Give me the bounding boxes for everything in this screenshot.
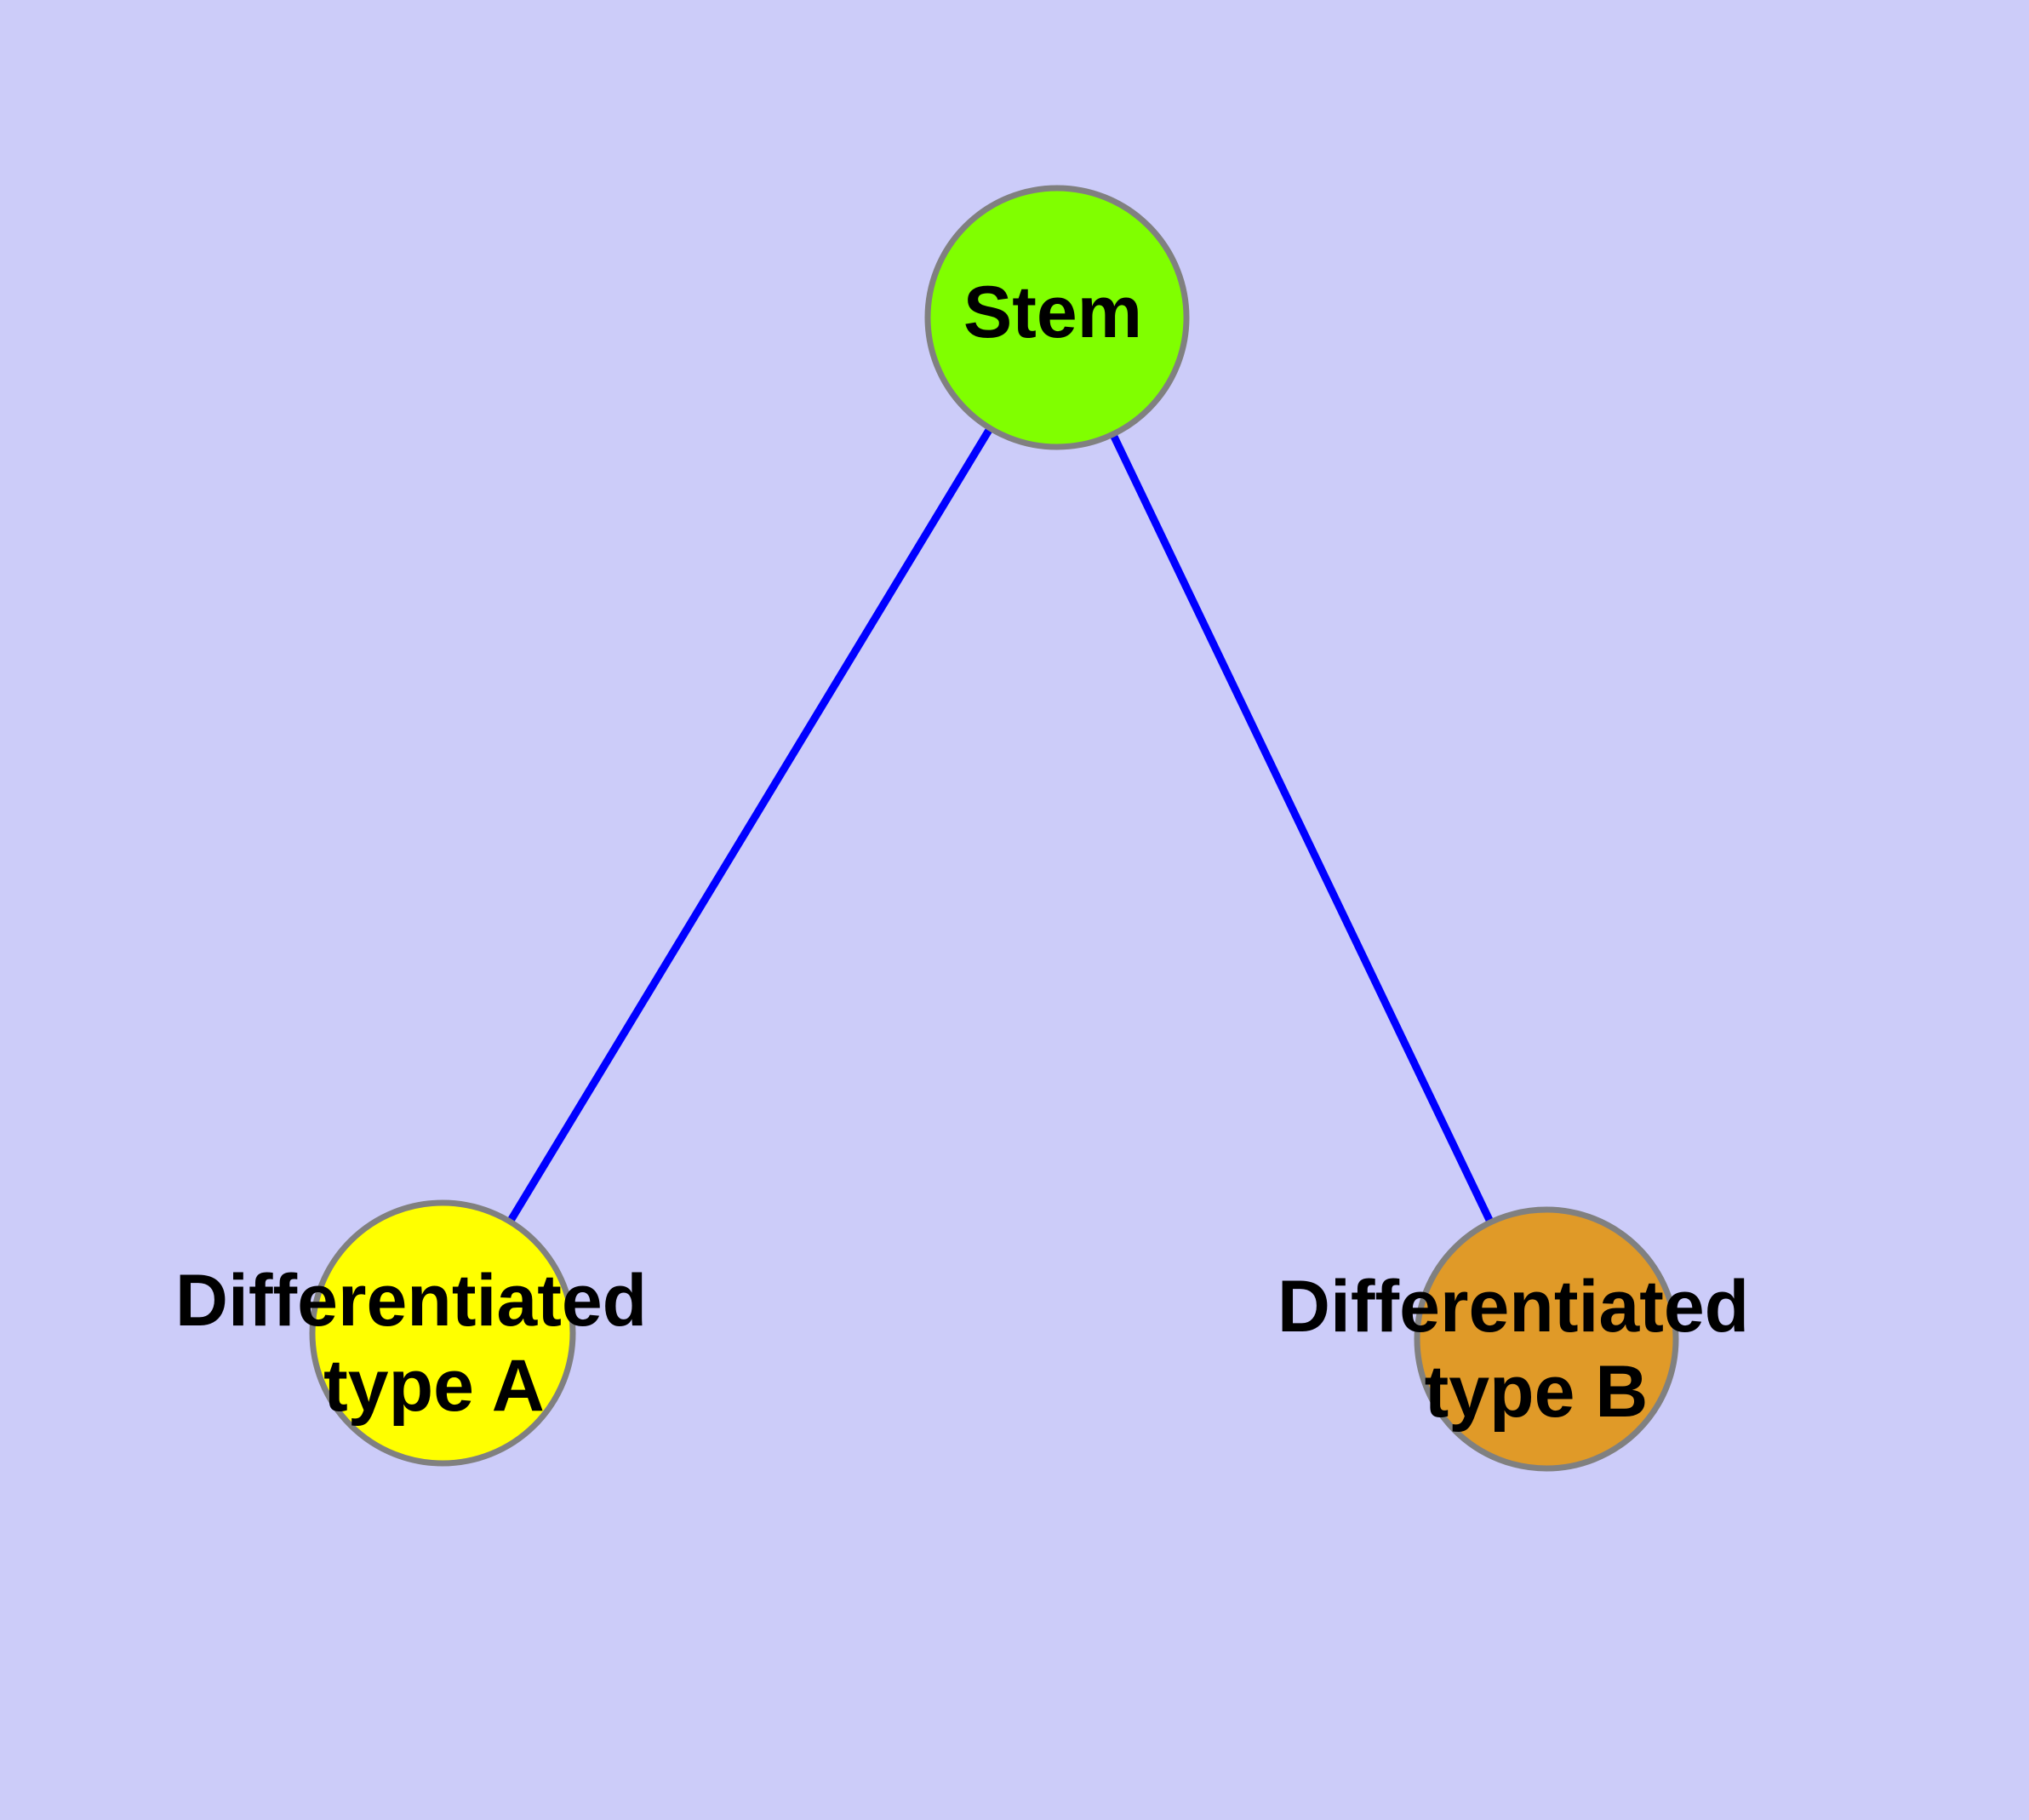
node-label-stem-line-1: Stem — [963, 272, 1142, 353]
node-diff-a[interactable] — [309, 1199, 576, 1467]
node-circle-diff-a[interactable] — [309, 1199, 576, 1467]
node-circle-diff-b[interactable] — [1414, 1206, 1679, 1472]
node-label-diff-b: Differentiated type B — [1277, 1266, 1769, 1433]
node-label-diff-b-line-2: type B — [1425, 1351, 1649, 1433]
edge-stem-to-diff-a[interactable] — [439, 315, 1060, 1336]
node-circle-stem[interactable] — [924, 185, 1190, 450]
node-diff-b[interactable] — [1414, 1206, 1679, 1472]
node-label-stem: Stem — [963, 272, 1142, 353]
label-layer: Differentiated type A Differentiated typ… — [175, 272, 1769, 1433]
node-label-diff-a: Differentiated type A — [175, 1260, 667, 1427]
edge-layer — [439, 315, 1551, 1341]
node-label-diff-a-line-1: Differentiated — [175, 1260, 647, 1342]
node-stem[interactable] — [924, 185, 1190, 450]
node-label-diff-b-line-1: Differentiated — [1277, 1266, 1749, 1348]
edge-stem-to-diff-b[interactable] — [1053, 316, 1551, 1341]
node-layer — [309, 185, 1679, 1472]
node-label-diff-a-line-2: type A — [323, 1345, 545, 1427]
